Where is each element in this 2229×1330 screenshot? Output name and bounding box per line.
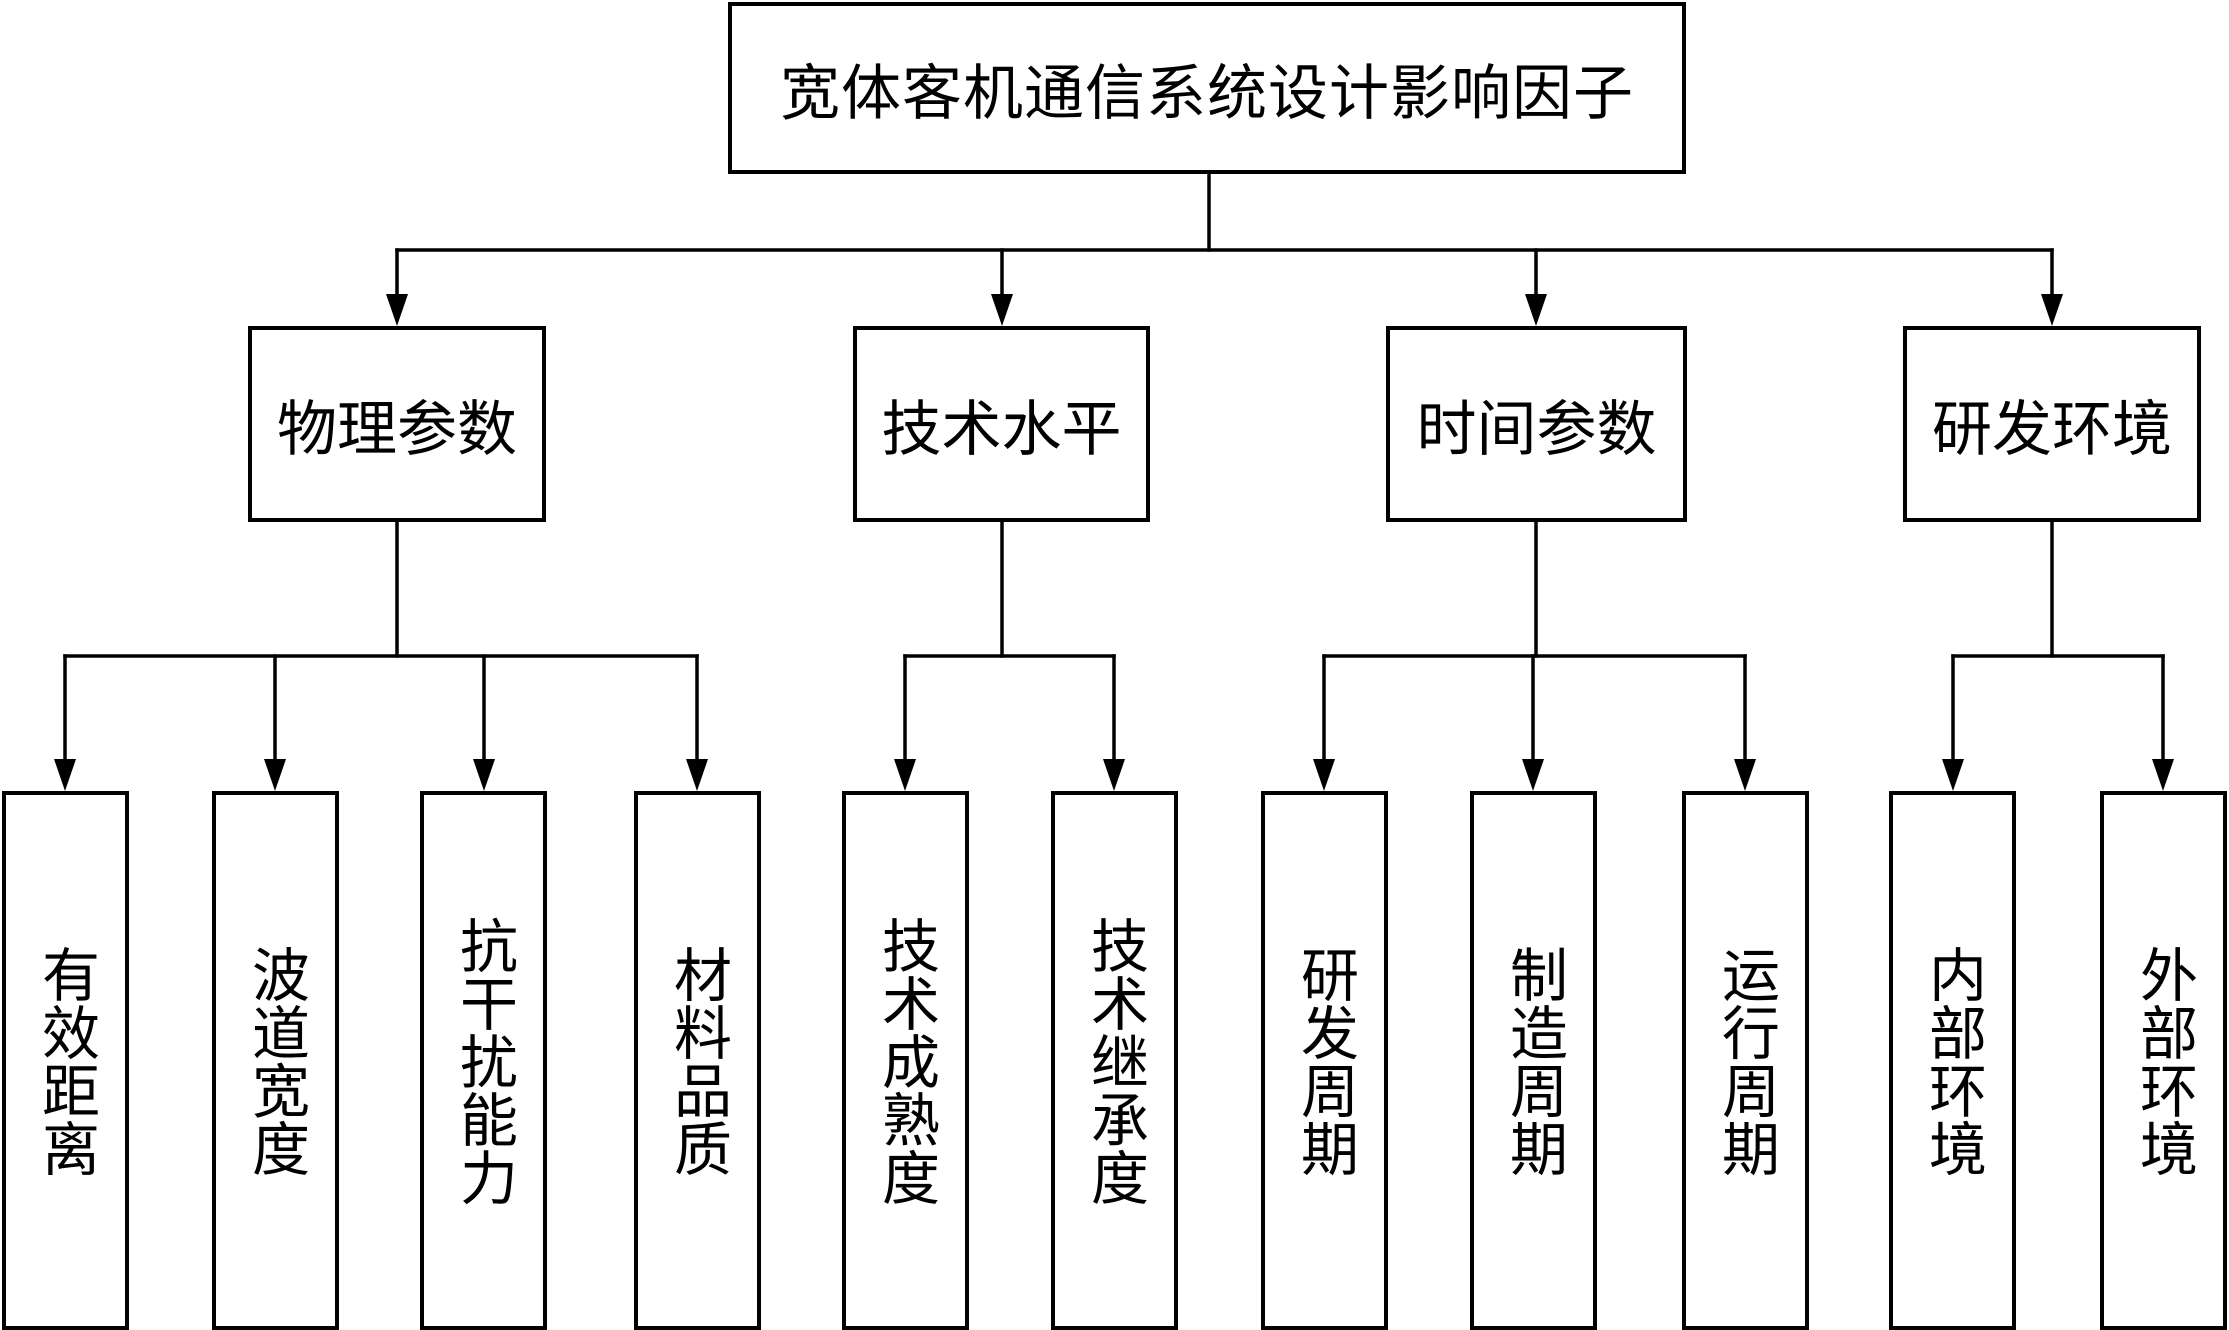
- arrowhead: [1734, 759, 1756, 791]
- category-node-time: 时间参数: [1386, 326, 1687, 522]
- category-node-physical: 物理参数: [248, 326, 546, 522]
- leaf-label: 外部环境: [2130, 944, 2198, 1177]
- root-node: 宽体客机通信系统设计影响因子: [728, 2, 1686, 174]
- leaf-node: 材料品质: [634, 791, 761, 1330]
- leaf-node: 波道宽度: [212, 791, 339, 1330]
- leaf-label: 制造周期: [1500, 944, 1568, 1177]
- leaf-node: 抗干扰能力: [420, 791, 547, 1330]
- leaf-label: 有效距离: [32, 944, 100, 1177]
- leaf-node: 制造周期: [1470, 791, 1597, 1330]
- leaf-label: 材料品质: [664, 944, 732, 1177]
- category-node-environment: 研发环境: [1903, 326, 2201, 522]
- arrowhead: [2152, 759, 2174, 791]
- arrowhead: [386, 294, 408, 326]
- leaf-node: 有效距离: [2, 791, 129, 1330]
- arrowheads: [54, 294, 2174, 791]
- leaf-node: 外部环境: [2100, 791, 2227, 1330]
- leaf-label: 波道宽度: [242, 944, 310, 1177]
- arrowhead: [1313, 759, 1335, 791]
- leaf-label: 研发周期: [1291, 944, 1359, 1177]
- root-label: 宽体客机通信系统设计影响因子: [780, 58, 1634, 129]
- arrowhead: [1103, 759, 1125, 791]
- category-node-technology: 技术水平: [853, 326, 1150, 522]
- leaf-label: 运行周期: [1712, 944, 1780, 1177]
- leaf-label: 技术成熟度: [872, 915, 940, 1206]
- arrowhead: [2041, 294, 2063, 326]
- leaf-node: 运行周期: [1682, 791, 1809, 1330]
- leaf-node: 技术成熟度: [842, 791, 969, 1330]
- arrowhead: [686, 759, 708, 791]
- leaf-node: 研发周期: [1261, 791, 1388, 1330]
- category-label: 研发环境: [1932, 394, 2172, 465]
- arrowhead: [1525, 294, 1547, 326]
- arrowhead: [894, 759, 916, 791]
- arrowhead: [54, 759, 76, 791]
- arrowhead: [991, 294, 1013, 326]
- leaf-label: 抗干扰能力: [450, 915, 518, 1206]
- category-label: 时间参数: [1416, 394, 1657, 465]
- arrowhead: [264, 759, 286, 791]
- category-label: 技术水平: [881, 394, 1122, 465]
- leaf-node: 内部环境: [1889, 791, 2016, 1330]
- tree-lines: [63, 172, 2165, 765]
- leaf-label: 内部环境: [1919, 944, 1987, 1177]
- leaf-label: 技术继承度: [1081, 915, 1149, 1206]
- category-label: 物理参数: [277, 394, 517, 465]
- arrowhead: [473, 759, 495, 791]
- arrowhead: [1522, 759, 1544, 791]
- leaf-node: 技术继承度: [1051, 791, 1178, 1330]
- arrowhead: [1942, 759, 1964, 791]
